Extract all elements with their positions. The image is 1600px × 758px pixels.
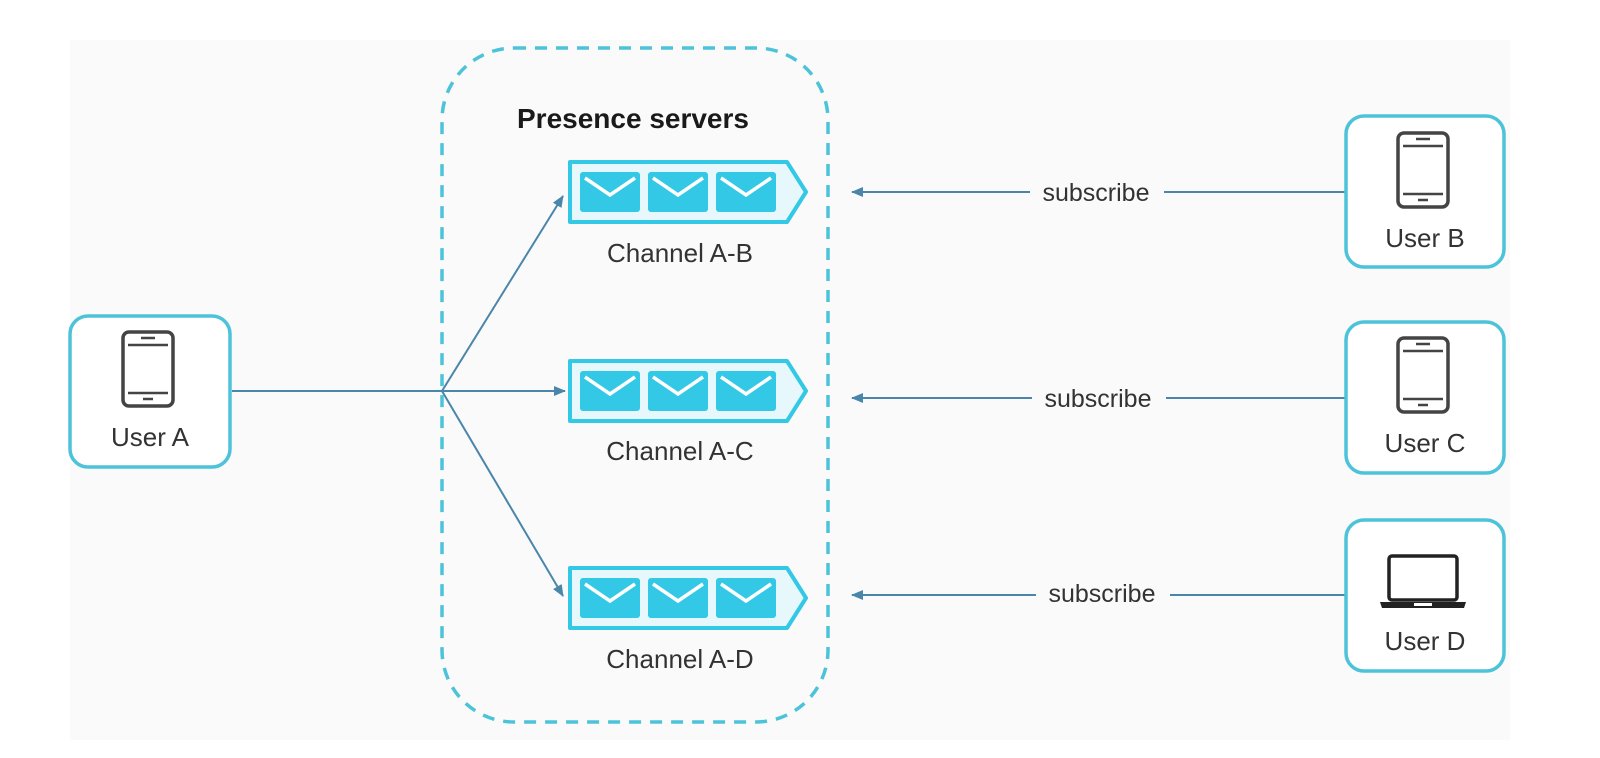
user-a-label: User A	[111, 422, 190, 452]
subscribe-label-bg-d	[1036, 580, 1170, 608]
user-a-node: User A	[68, 314, 232, 469]
user-c-label: User C	[1385, 428, 1466, 458]
group-title: Presence servers	[517, 103, 749, 134]
subscribe-label-bg-b	[1030, 178, 1164, 206]
presence-servers-boundary	[440, 46, 830, 724]
channel-a-d: Channel A-D	[568, 566, 808, 674]
presence-servers-group: Presence servers	[440, 46, 830, 724]
laptop-icon	[1380, 554, 1466, 608]
user-d-node: User D	[1344, 518, 1506, 673]
phone-icon	[1396, 336, 1450, 414]
user-d-label: User D	[1385, 626, 1466, 656]
user-b-box	[1344, 114, 1506, 269]
user-b-node: User B	[1344, 114, 1506, 269]
message-queue-icon	[568, 566, 808, 630]
phone-icon	[121, 330, 175, 408]
message-queue-icon	[568, 359, 808, 423]
channel-label: Channel A-C	[606, 436, 753, 466]
subscribe-label-d: subscribe	[1049, 580, 1156, 608]
edge-to-channel-a-b	[441, 195, 564, 392]
edge-to-channel-a-d	[441, 390, 564, 597]
user-d-box	[1344, 518, 1506, 673]
user-c-node: User C	[1344, 320, 1506, 475]
channel-a-c: Channel A-C	[568, 359, 808, 466]
channel-label: Channel A-B	[607, 238, 753, 268]
user-c-box	[1344, 320, 1506, 475]
user-b-label: User B	[1385, 223, 1464, 253]
subscribe-edges: subscribe subscribe subscribe	[851, 178, 1346, 608]
phone-icon	[1396, 131, 1450, 209]
subscribe-label-c: subscribe	[1045, 385, 1152, 413]
subscribe-label-b: subscribe	[1043, 179, 1150, 207]
message-queue-icon	[568, 160, 808, 224]
channel-a-b: Channel A-B	[568, 160, 808, 268]
subscribe-label-bg-c	[1032, 384, 1166, 412]
publish-edges	[232, 195, 566, 597]
user-a-box	[68, 314, 232, 469]
channel-label: Channel A-D	[606, 644, 753, 674]
